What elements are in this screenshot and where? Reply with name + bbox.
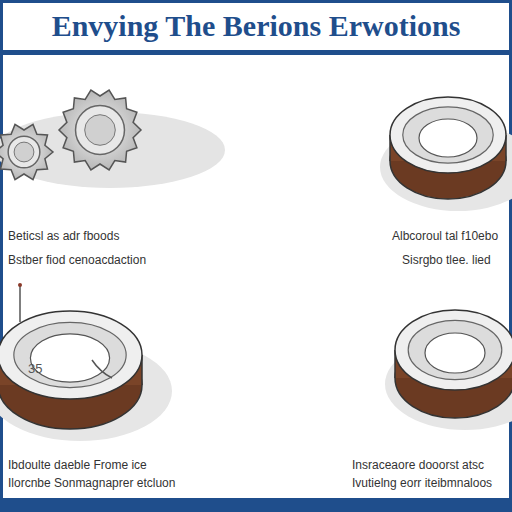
gear-bore <box>14 142 34 162</box>
ring-top <box>390 97 506 173</box>
gear-hub <box>76 106 125 155</box>
caption-text: Ibdoulte daeble Frome ice <box>8 458 147 472</box>
caption-text: Insraceaore dooorst atsc <box>352 458 484 472</box>
caption-text: Albcoroul tal f10ebo <box>392 229 498 243</box>
ring-groove <box>403 107 493 163</box>
ring-top <box>395 310 512 390</box>
ring-bore <box>419 119 477 157</box>
caption-text: 35 <box>28 362 42 376</box>
gear-hub <box>8 136 40 168</box>
caption-text: Bstber fiod cenoacdaction <box>8 253 146 267</box>
caption-text: Sisrgbo tlee. lied <box>402 253 491 267</box>
ring-bore <box>425 333 485 373</box>
title: Envying The Berions Erwotions <box>0 8 512 44</box>
ring-groove <box>408 320 502 379</box>
gear <box>59 90 141 170</box>
caption-text: Ivutielng eorr iteibmnaloos <box>352 476 492 490</box>
gear <box>0 124 53 179</box>
caption-text: Beticsl as adr fboods <box>8 229 119 243</box>
ring-top <box>0 311 142 399</box>
ring-groove <box>14 322 126 387</box>
gear-bore <box>85 115 116 146</box>
caption-text: Ilorcnbe Sonmagnaprer etcluon <box>8 476 175 490</box>
